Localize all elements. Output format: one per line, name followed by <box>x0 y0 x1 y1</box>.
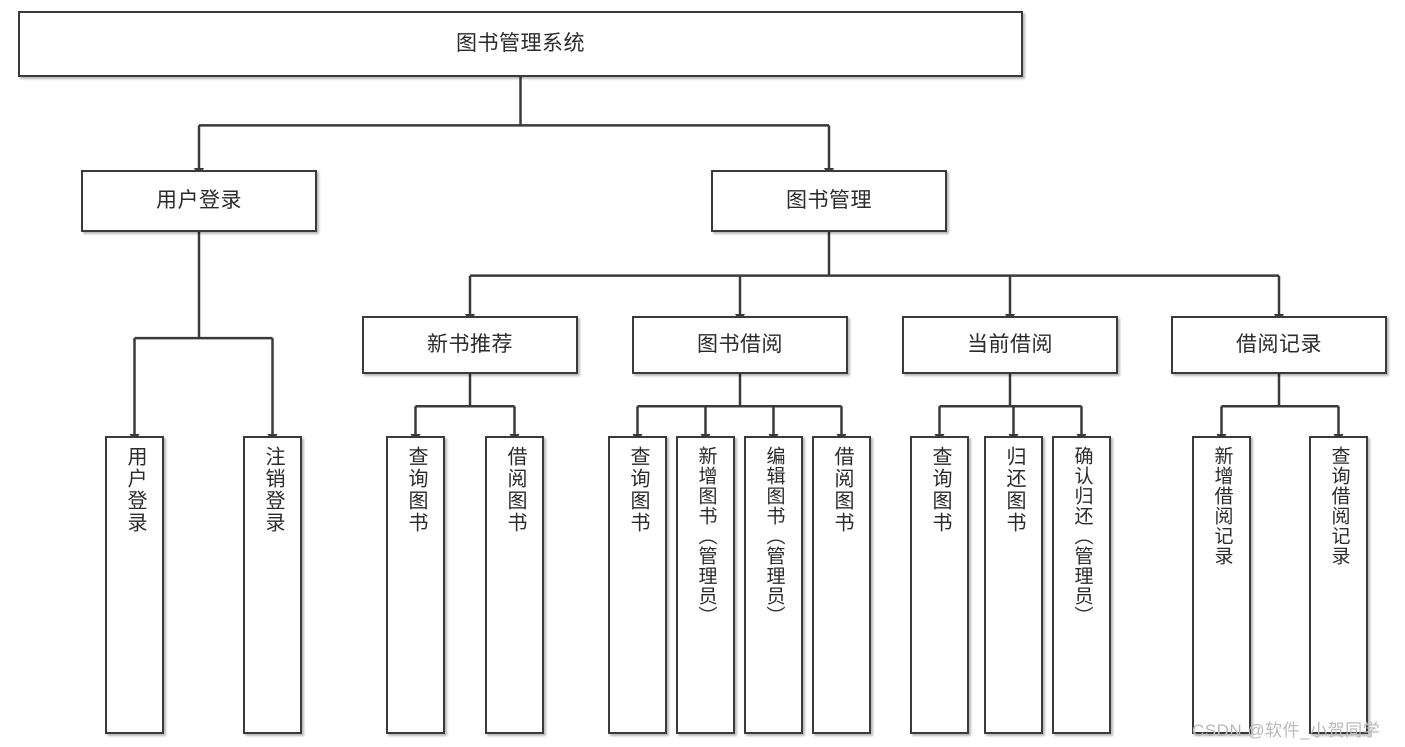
node-leaf_nb_query[interactable]: 查询图书 <box>386 436 445 734</box>
node-label: 查询图书 <box>405 446 427 534</box>
node-leaf_nb_borrow[interactable]: 借阅图书 <box>485 436 544 734</box>
node-borrow[interactable]: 图书借阅 <box>632 316 848 374</box>
node-label: 新增借阅记录 <box>1211 446 1233 566</box>
node-leaf_bo_add[interactable]: 新增图书（管理员） <box>676 436 735 734</box>
node-label: 图书管理 <box>786 188 872 212</box>
node-leaf_re_query[interactable]: 查询借阅记录 <box>1309 436 1368 734</box>
node-label: 借阅图书 <box>831 446 853 534</box>
node-label: 归还图书 <box>1003 446 1025 534</box>
node-label: 当前借阅 <box>967 332 1053 356</box>
node-root[interactable]: 图书管理系统 <box>18 11 1023 77</box>
node-leaf_bo_edit[interactable]: 编辑图书（管理员） <box>744 436 803 734</box>
node-label: 查询图书 <box>929 446 951 534</box>
node-label: 借阅图书 <box>504 446 526 534</box>
node-records[interactable]: 借阅记录 <box>1171 316 1387 374</box>
node-leaf_cu_query[interactable]: 查询图书 <box>910 436 969 734</box>
node-login[interactable]: 用户登录 <box>81 170 317 232</box>
node-label: 新书推荐 <box>427 332 513 356</box>
node-label: 确认归还（管理员） <box>1071 446 1093 626</box>
node-label: 借阅记录 <box>1236 332 1322 356</box>
node-leaf_re_add[interactable]: 新增借阅记录 <box>1192 436 1251 734</box>
node-label: 图书借阅 <box>697 332 783 356</box>
node-label: 编辑图书（管理员） <box>763 446 785 626</box>
csdn-watermark: CSDN @软件_小贺同学 <box>1192 721 1381 740</box>
node-label: 新增图书（管理员） <box>695 446 717 626</box>
node-leaf_userlogin[interactable]: 用户登录 <box>105 436 164 734</box>
node-leaf_bo_borrow[interactable]: 借阅图书 <box>812 436 871 734</box>
node-newbook[interactable]: 新书推荐 <box>362 316 578 374</box>
node-label: 用户登录 <box>156 188 242 212</box>
node-label: 查询图书 <box>627 446 649 534</box>
node-bookmgmt[interactable]: 图书管理 <box>711 170 947 232</box>
node-label: 注销登录 <box>262 446 284 534</box>
node-leaf_cu_return[interactable]: 归还图书 <box>984 436 1043 734</box>
node-current[interactable]: 当前借阅 <box>902 316 1118 374</box>
node-leaf_cu_confirm[interactable]: 确认归还（管理员） <box>1052 436 1111 734</box>
node-label: 用户登录 <box>124 446 146 534</box>
node-label: 查询借阅记录 <box>1328 446 1350 566</box>
node-leaf_logout[interactable]: 注销登录 <box>243 436 302 734</box>
node-leaf_bo_query[interactable]: 查询图书 <box>608 436 667 734</box>
node-label: 图书管理系统 <box>456 31 585 55</box>
